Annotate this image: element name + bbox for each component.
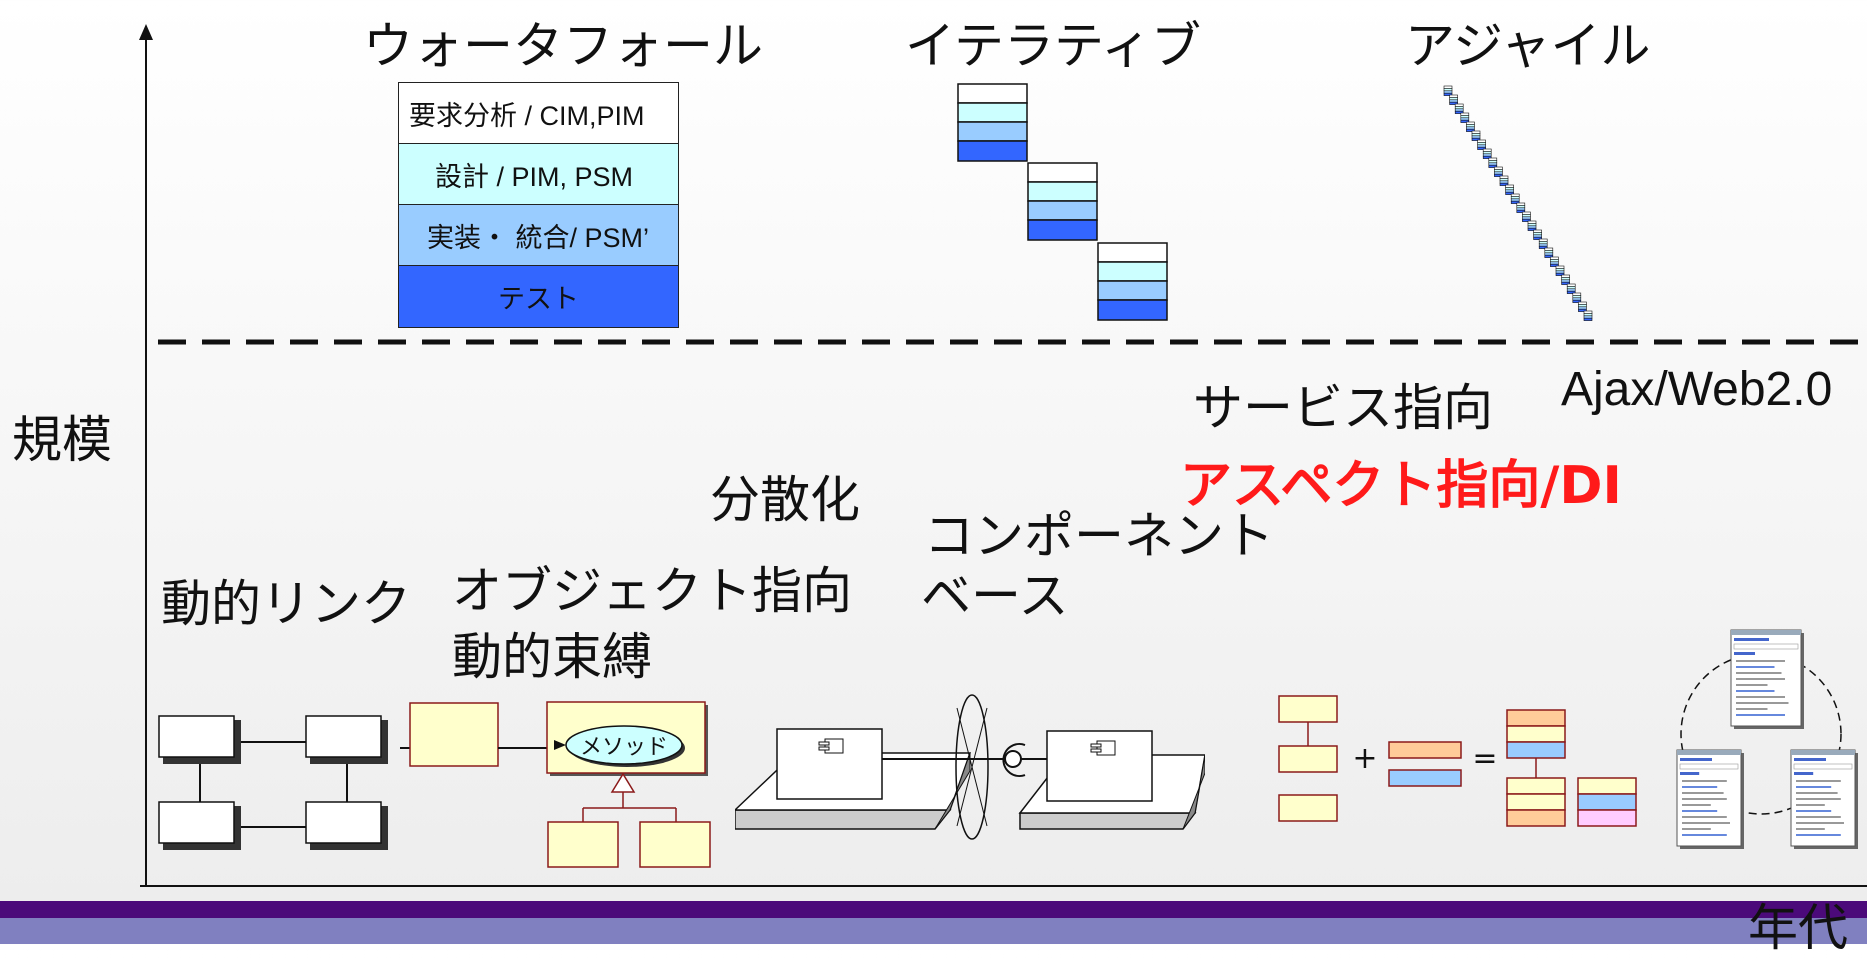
agile-diagram [1443,85,1593,321]
agile-iteration [1510,193,1520,204]
agile-iteration [1538,238,1548,249]
svg-text:+: + [1352,741,1377,776]
agile-iteration [1494,166,1503,177]
label-service-oriented: サービス指向 [1193,379,1493,437]
agile-iteration [1572,292,1582,303]
agile-iteration [1449,94,1458,105]
browser-window-icon [1730,629,1804,729]
label-aspect-di: アスペクト指向/DI [1180,456,1622,516]
agile-iteration [1550,256,1559,267]
agile-iteration [1566,283,1576,294]
distributed-diagram [735,694,1205,840]
label-component-line2: ベース [921,567,1069,625]
browser-window-icon [1790,749,1858,849]
agile-iteration [1499,175,1509,186]
browser-window-icon [1676,749,1744,849]
waterfall-phases: 要求分析 / CIM,PIM 設計 / PIM, PSM 実装・ 統合/ PSM… [398,82,679,328]
y-axis-label: 規模 [12,411,112,469]
agile-iteration [1583,310,1593,321]
method-label: メソッド [580,735,668,760]
phase-implementation: 実装・ 統合/ PSM’ [399,205,678,266]
phase-test: テスト [399,266,678,327]
y-axis-arrow [139,24,153,40]
agile-iteration [1533,229,1542,240]
agile-iteration [1544,247,1554,258]
waterfall-title: ウォータフォール [363,17,763,75]
agile-iteration [1466,121,1475,132]
agile-title: アジャイル [1405,17,1651,75]
svg-text:=: = [1472,741,1497,776]
label-component-line1: コンポーネント [924,507,1274,565]
agile-iteration [1561,274,1570,285]
agile-iteration [1505,184,1514,195]
aspect-di-diagram: + = [1278,695,1637,827]
label-dynamic-link: 動的リンク [161,575,411,633]
agile-iteration [1488,157,1498,168]
agile-iteration [1527,220,1537,231]
agile-iteration [1522,211,1531,222]
agile-iteration [1477,139,1486,150]
iteration-3 [1097,242,1168,321]
label-object-oriented: オブジェクト指向 [452,562,852,620]
agile-iteration [1555,265,1565,276]
iterative-diagram [957,83,1168,321]
iteration-2 [1027,162,1098,241]
footer-bar-dark [0,901,1867,918]
object-oriented-diagram: メソッド [400,701,711,868]
agile-iteration [1471,130,1481,141]
dynamic-link-diagram [158,715,388,850]
agile-iteration [1482,148,1492,159]
phase-design: 設計 / PIM, PSM [399,144,678,205]
iterative-title: イテラティブ [905,17,1201,75]
phase-requirements: 要求分析 / CIM,PIM [399,83,678,144]
agile-iteration [1443,85,1453,96]
web20-diagram [1676,629,1858,849]
agile-iteration [1460,112,1470,123]
agile-iteration [1454,103,1464,114]
label-dynamic-binding: 動的束縛 [452,628,652,686]
label-distributed: 分散化 [710,471,860,529]
iteration-1 [957,83,1028,162]
agile-iteration [1516,202,1526,213]
label-ajax-web20: Ajax/Web2.0 [1561,363,1833,416]
x-axis-label: 年代 [1748,899,1848,957]
agile-iteration [1578,301,1587,312]
footer-bar-light [0,918,1867,944]
